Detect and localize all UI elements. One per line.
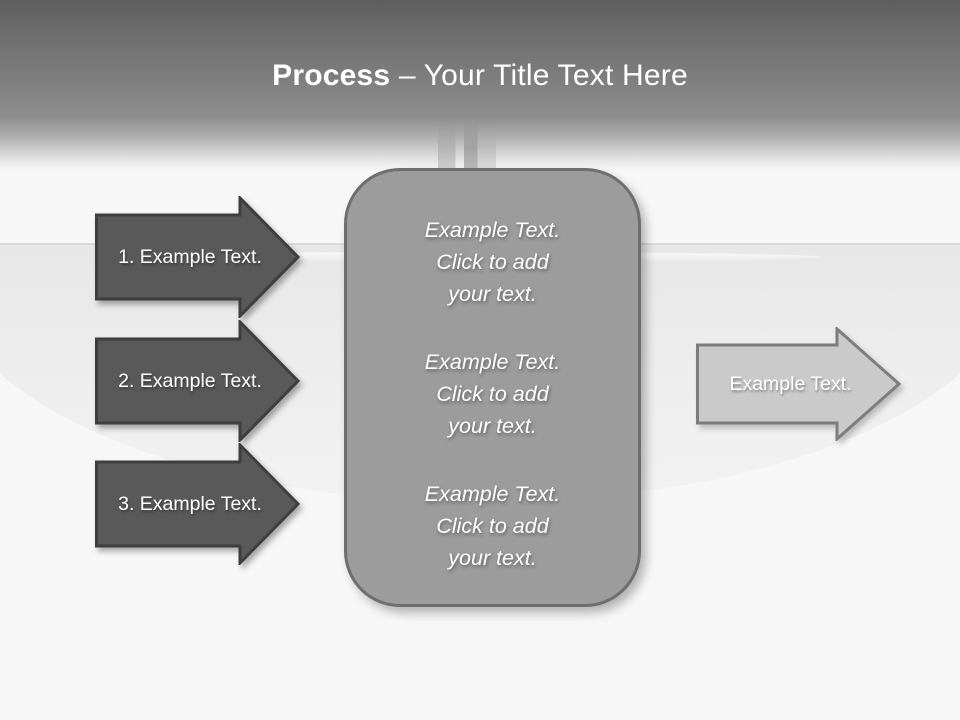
placeholder-text-2: Example Text. Click to add your text. [347,346,638,442]
placeholder-line: Click to add [436,381,549,406]
arrow-right-shape [95,196,301,318]
placeholder-text-3: Example Text. Click to add your text. [347,478,638,574]
title-emphasis: Process [272,59,391,92]
step-arrow-1[interactable]: 1. Example Text. [95,196,301,318]
title-rest: – Your Title Text Here [390,59,688,92]
center-text-box[interactable]: Example Text. Click to add your text. Ex… [344,168,641,607]
slide-title[interactable]: Process – Your Title Text Here [0,56,960,96]
result-arrow[interactable]: Example Text. [696,327,901,441]
placeholder-line: Click to add [436,249,549,274]
placeholder-line: your text. [448,281,537,306]
step-arrow-3[interactable]: 3. Example Text. [95,443,301,565]
placeholder-text-1: Example Text. Click to add your text. [347,214,638,310]
arrow-right-shape [95,320,301,442]
faucet-image [438,120,496,170]
step-arrow-2[interactable]: 2. Example Text. [95,320,301,442]
placeholder-line: Click to add [436,513,549,538]
placeholder-line: Example Text. [424,481,561,506]
placeholder-line: Example Text. [424,217,561,242]
placeholder-line: Example Text. [424,349,561,374]
arrow-right-shape [696,327,901,441]
placeholder-line: your text. [448,413,537,438]
placeholder-line: your text. [448,545,537,570]
arrow-right-shape [95,443,301,565]
